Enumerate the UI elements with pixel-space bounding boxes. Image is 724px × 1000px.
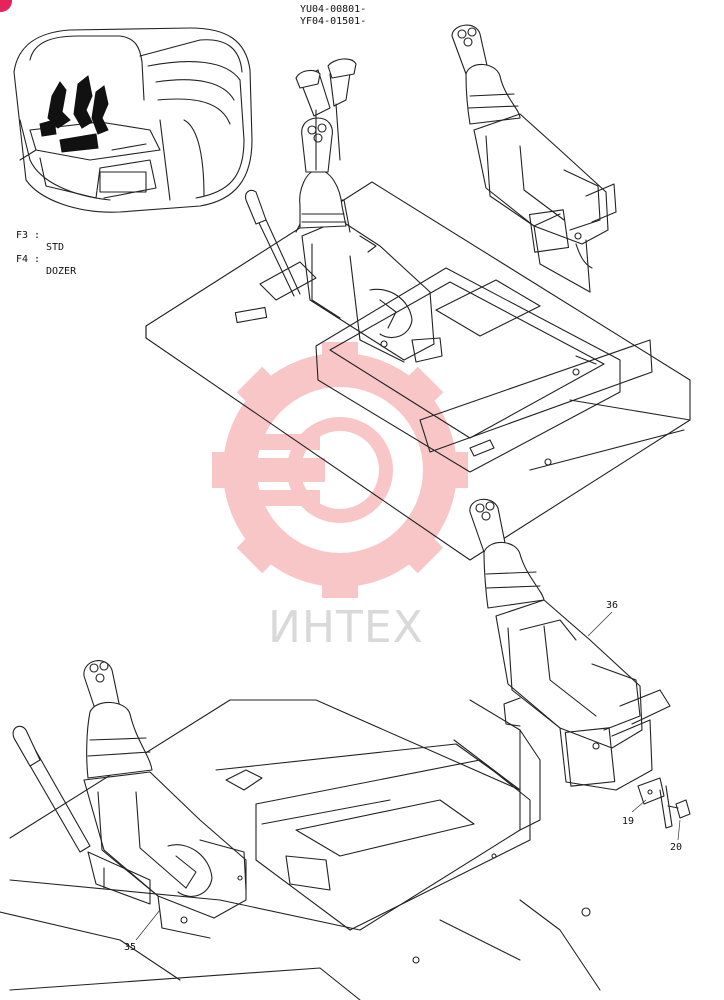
watermark-text: ИНТЕХ <box>268 602 424 653</box>
variant-f4-label: DOZER <box>46 266 77 277</box>
leader-20 <box>677 819 681 841</box>
floor-plate-lower <box>0 699 601 1000</box>
leader-36 <box>587 611 613 637</box>
serial-line-1: YU04-00801- <box>300 4 367 15</box>
leader-35 <box>135 909 161 941</box>
callout-35: 35 <box>124 942 137 953</box>
travel-levers-upper <box>295 58 357 171</box>
leader-19 <box>631 799 647 813</box>
bracket-19 <box>637 777 673 829</box>
left-control-stand-lower <box>12 660 247 939</box>
variant-f3-label: STD <box>46 242 65 253</box>
right-control-stand-upper <box>451 24 617 293</box>
floor-plate-upper <box>145 181 691 561</box>
serial-line-2: YF04-01501- <box>300 16 367 27</box>
variant-f3-code: F3 : <box>16 230 41 241</box>
callout-20: 20 <box>670 842 683 853</box>
left-control-stand-upper <box>245 117 443 363</box>
cab-inset-illustration <box>13 27 253 213</box>
variant-f4-code: F4 : <box>16 254 41 265</box>
bolt-20 <box>667 799 691 819</box>
serial-range: YU04-00801- YF04-01501- <box>300 4 366 28</box>
callout-36: 36 <box>606 600 619 611</box>
callout-19: 19 <box>622 816 635 827</box>
right-control-stand-exploded <box>469 498 671 791</box>
